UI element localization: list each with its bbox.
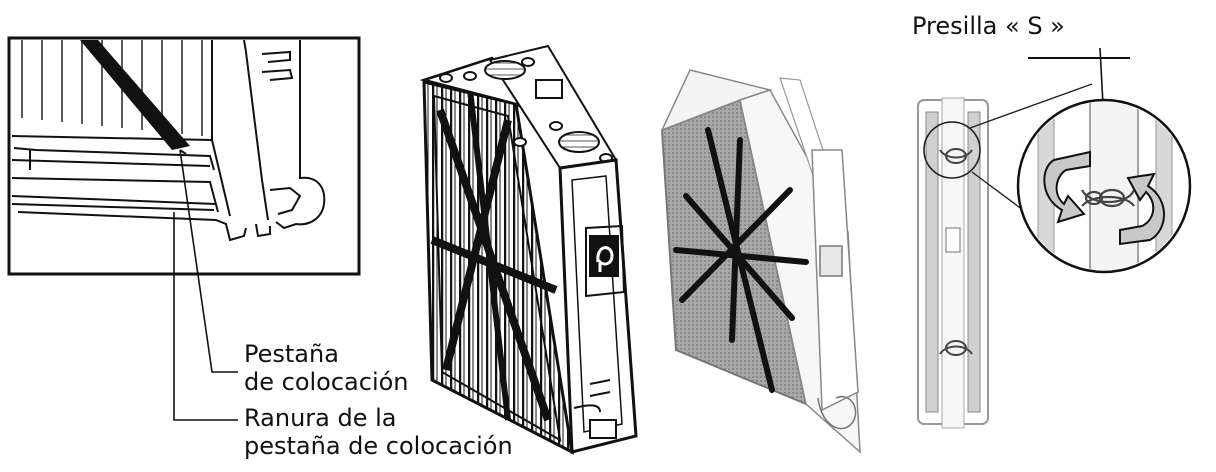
slot-label-line1: Ranura de la [244, 404, 397, 432]
rotate-left-arrow [1043, 150, 1091, 224]
filter-unit-gray-rendering [660, 69, 861, 454]
detail-inset [7, 36, 361, 276]
filter-unit-line-drawing [419, 44, 638, 455]
leader-slot [173, 212, 238, 421]
filter-side-view [917, 83, 1093, 429]
slot-label-line2: pestaña de colocación [244, 432, 513, 460]
inset-filter-pleats [12, 40, 212, 150]
rotate-right-arrow [1119, 172, 1165, 246]
clip-callout-circle [923, 121, 981, 179]
tab-label-line2: de colocación [244, 368, 409, 396]
magnified-clip-detail [1016, 98, 1192, 274]
s-clip-label: Presilla « S » [912, 12, 1065, 40]
tab-label-line1: Pestaña [244, 340, 339, 368]
leader-tab [179, 149, 238, 373]
